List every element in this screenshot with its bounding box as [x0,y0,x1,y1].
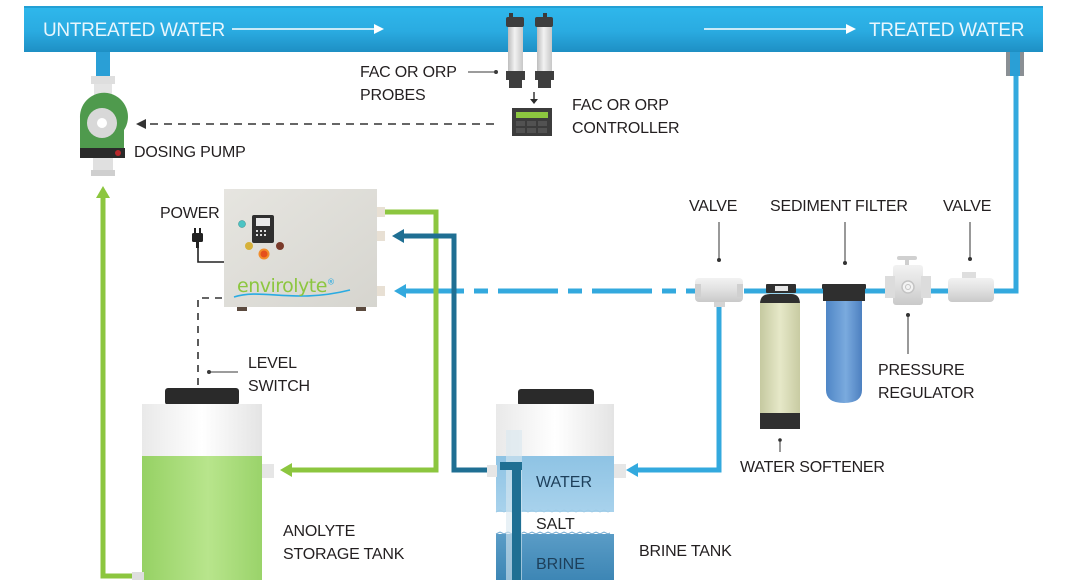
brine-tank [487,389,626,580]
brine-layer-brine-label: BRINE [536,556,585,573]
anolyte-storage-tank [132,388,274,580]
valve-right-label: VALVE [943,198,992,215]
brine-layer-salt-label: SALT [536,516,575,533]
brine-layer-salt [496,512,614,534]
probe-left [506,13,525,88]
probe-right [535,13,554,88]
dosing-pump-label: DOSING PUMP [134,144,246,161]
valve-left-label: VALVE [689,198,738,215]
treated-water-drop [990,52,1024,294]
level-switch-wire [197,297,238,390]
fac-orp-probes [468,13,554,104]
probes-label: FAC OR ORP PROBES [360,64,457,104]
valve-right [948,222,994,302]
sediment-filter [822,222,866,403]
envirolyte-generator [224,189,385,311]
brine-line [392,229,487,473]
water-softener [760,284,800,452]
untreated-water-label: UNTREATED WATER [43,20,225,41]
power-plug-icon [192,228,224,263]
controller-label: FAC OR ORP CONTROLLER [572,97,680,137]
brine-tank-label: BRINE TANK [639,543,732,560]
anolyte-line [96,186,439,579]
fac-orp-controller [136,108,552,136]
brine-layer-water-label: WATER [536,474,592,491]
pressure-regulator-label: PRESSURE REGULATOR [878,362,975,402]
envirolyte-logo: envirolyte® [237,275,335,297]
power-label: POWER [160,205,220,222]
main-pipe [24,6,1043,52]
treated-water-label: TREATED WATER [869,20,1025,41]
pressure-regulator [885,256,931,354]
sediment-filter-label: SEDIMENT FILTER [770,198,908,215]
dosing-pump [79,52,128,176]
anolyte-tank-label: ANOLYTE STORAGE TANK [283,523,405,563]
level-switch-label: LEVEL SWITCH [248,355,310,395]
water-softener-label: WATER SOFTENER [740,459,885,476]
valve-left [695,222,743,307]
